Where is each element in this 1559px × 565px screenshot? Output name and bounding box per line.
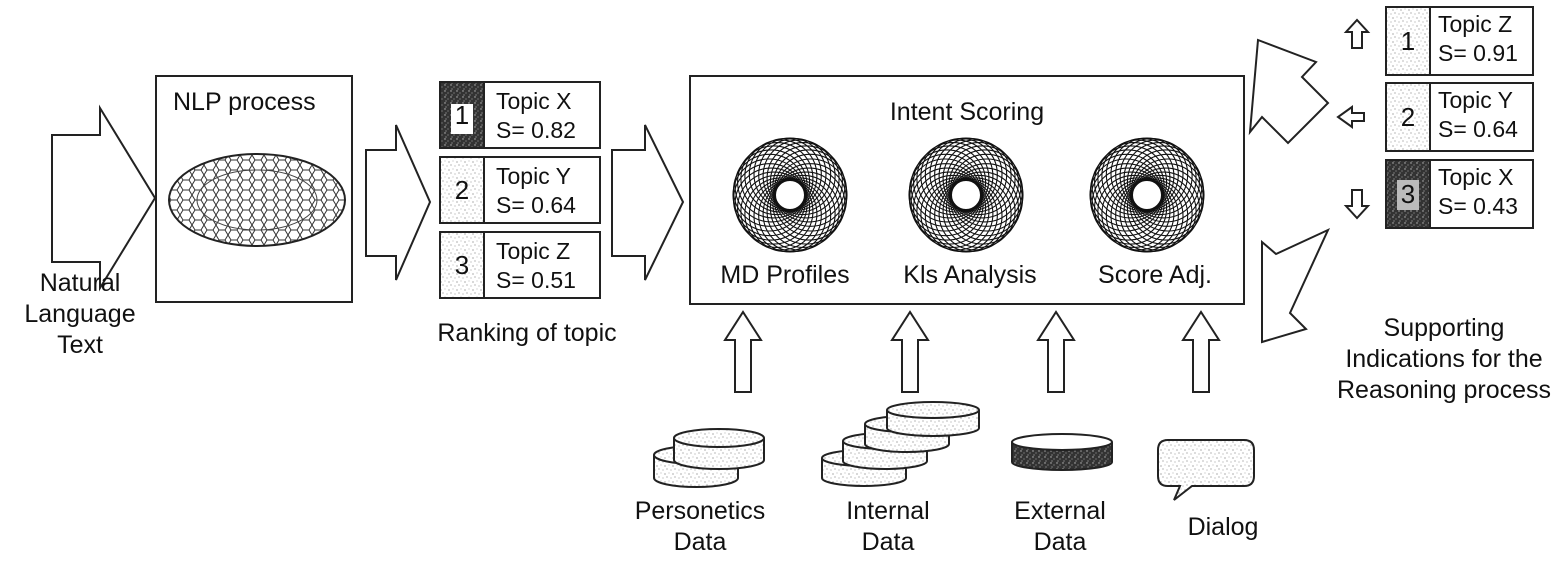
source-label-line: Data <box>1033 528 1087 556</box>
internal-database-icon <box>821 401 980 487</box>
output-arrow-upper <box>1248 38 1330 145</box>
rank-topic-score: S= 0.82 <box>496 117 576 143</box>
source-label-line: Dialog <box>1187 513 1259 541</box>
source-label-line: External <box>1014 497 1106 525</box>
output-caption: Supporting Indications for the Reasoning… <box>1334 313 1554 406</box>
output-rank-topic-score: S= 0.64 <box>1438 116 1518 142</box>
dialog-speech-bubble-icon <box>1157 439 1255 501</box>
source-label-line: Data <box>673 528 727 556</box>
rank-topic-name: Topic Y <box>496 163 572 189</box>
rank-topic: Topic Z S= 0.51 <box>496 237 576 295</box>
rank-topic-score: S= 0.51 <box>496 267 576 293</box>
source-label-line: Internal <box>846 497 930 525</box>
output-rank-topic-score: S= 0.43 <box>1438 193 1518 219</box>
nlp-blob-icon <box>168 153 346 247</box>
input-label-line: Natural <box>39 269 121 297</box>
output-ranking-list <box>1385 6 1534 229</box>
rank-number: 3 <box>454 250 470 280</box>
intent-scoring-title: Intent Scoring <box>889 98 1045 126</box>
rank-number: 2 <box>454 175 470 205</box>
output-caption-line: Reasoning process <box>1336 376 1551 404</box>
source-arrow-external <box>1036 310 1076 393</box>
module-label-kls-analysis: Kls Analysis <box>903 261 1037 289</box>
output-rank-topic-name: Topic Z <box>1438 11 1513 37</box>
source-arrow-personetics <box>723 310 763 393</box>
trend-left-arrow-icon <box>1336 105 1365 129</box>
input-label: Natural Language Text <box>20 268 140 361</box>
source-arrow-dialog <box>1181 310 1221 393</box>
ranking-to-intent-arrow <box>611 124 685 281</box>
rank-topic-name: Topic Z <box>496 238 571 264</box>
input-label-line: Text <box>57 331 103 359</box>
source-label-line: Data <box>861 528 915 556</box>
kls-analysis-ring-icon <box>908 137 1024 253</box>
output-rank-number: 1 <box>1400 26 1416 56</box>
ranking-caption: Ranking of topic <box>437 319 617 347</box>
output-arrow-lower <box>1261 227 1331 344</box>
module-label-md-profiles: MD Profiles <box>720 261 850 289</box>
source-label-personetics: Personetics Data <box>610 496 790 558</box>
output-rank-topic: Topic Y S= 0.64 <box>1438 86 1518 144</box>
source-label-internal: Internal Data <box>818 496 958 558</box>
rank-number: 1 <box>454 100 470 130</box>
input-arrow <box>51 104 157 292</box>
source-label-external: External Data <box>990 496 1130 558</box>
module-label-score-adj: Score Adj. <box>1098 261 1212 289</box>
source-label-line: Personetics <box>634 497 766 525</box>
output-rank-topic-name: Topic X <box>1438 164 1514 190</box>
trend-down-arrow-icon <box>1343 189 1371 220</box>
output-rank-topic-name: Topic Y <box>1438 87 1514 113</box>
score-adj-ring-icon <box>1089 137 1205 253</box>
input-label-line: Language <box>24 300 136 328</box>
rank-topic: Topic X S= 0.82 <box>496 87 576 145</box>
source-label-dialog: Dialog <box>1168 512 1278 543</box>
nlp-title: NLP process <box>173 88 316 116</box>
ranking-list <box>439 81 601 299</box>
output-rank-number: 3 <box>1400 179 1416 209</box>
output-caption-line: Indications for the <box>1345 345 1543 373</box>
output-rank-topic: Topic X S= 0.43 <box>1438 163 1518 221</box>
personetics-database-icon <box>653 428 765 488</box>
rank-topic-score: S= 0.64 <box>496 192 576 218</box>
output-rank-number: 2 <box>1400 102 1416 132</box>
md-profiles-ring-icon <box>732 137 848 253</box>
output-rank-topic-score: S= 0.91 <box>1438 40 1518 66</box>
nlp-to-ranking-arrow <box>365 124 432 281</box>
output-rank-topic: Topic Z S= 0.91 <box>1438 10 1518 68</box>
rank-topic-name: Topic X <box>496 88 572 114</box>
source-arrow-internal <box>890 310 930 393</box>
output-caption-line: Supporting <box>1383 314 1505 342</box>
trend-up-arrow-icon <box>1343 18 1371 49</box>
external-database-icon <box>1011 433 1113 471</box>
rank-topic: Topic Y S= 0.64 <box>496 162 576 220</box>
